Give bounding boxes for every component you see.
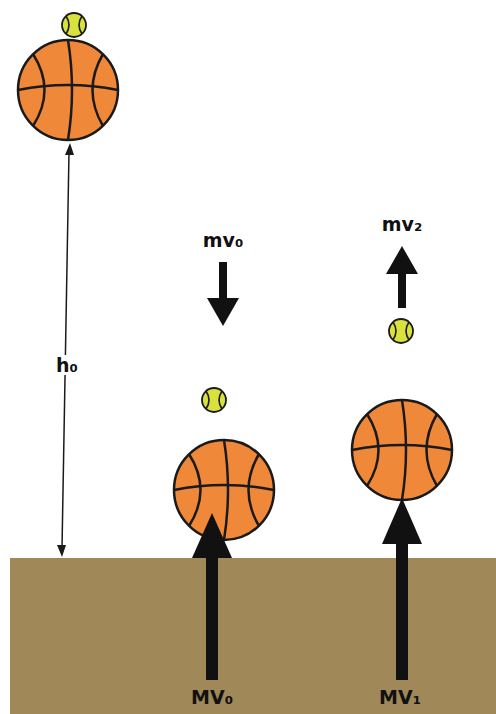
momentum-label: mv₂ bbox=[380, 214, 425, 235]
tennis-ball bbox=[62, 13, 86, 37]
momentum-arrow bbox=[207, 262, 239, 326]
height-arrow bbox=[57, 143, 74, 557]
momentum-label: MV₀ bbox=[189, 687, 235, 708]
basketball bbox=[18, 40, 118, 140]
basketball bbox=[174, 440, 274, 540]
momentum-arrow bbox=[192, 513, 232, 680]
tennis-ball bbox=[389, 319, 413, 343]
ground bbox=[10, 558, 496, 714]
momentum-arrow bbox=[382, 498, 422, 680]
momentum-arrow bbox=[386, 246, 418, 308]
momentum-label: MV₁ bbox=[377, 687, 423, 708]
basketball bbox=[352, 400, 452, 500]
height-label: h₀ bbox=[54, 355, 80, 376]
tennis-ball bbox=[202, 388, 226, 412]
momentum-label: mv₀ bbox=[201, 230, 246, 251]
